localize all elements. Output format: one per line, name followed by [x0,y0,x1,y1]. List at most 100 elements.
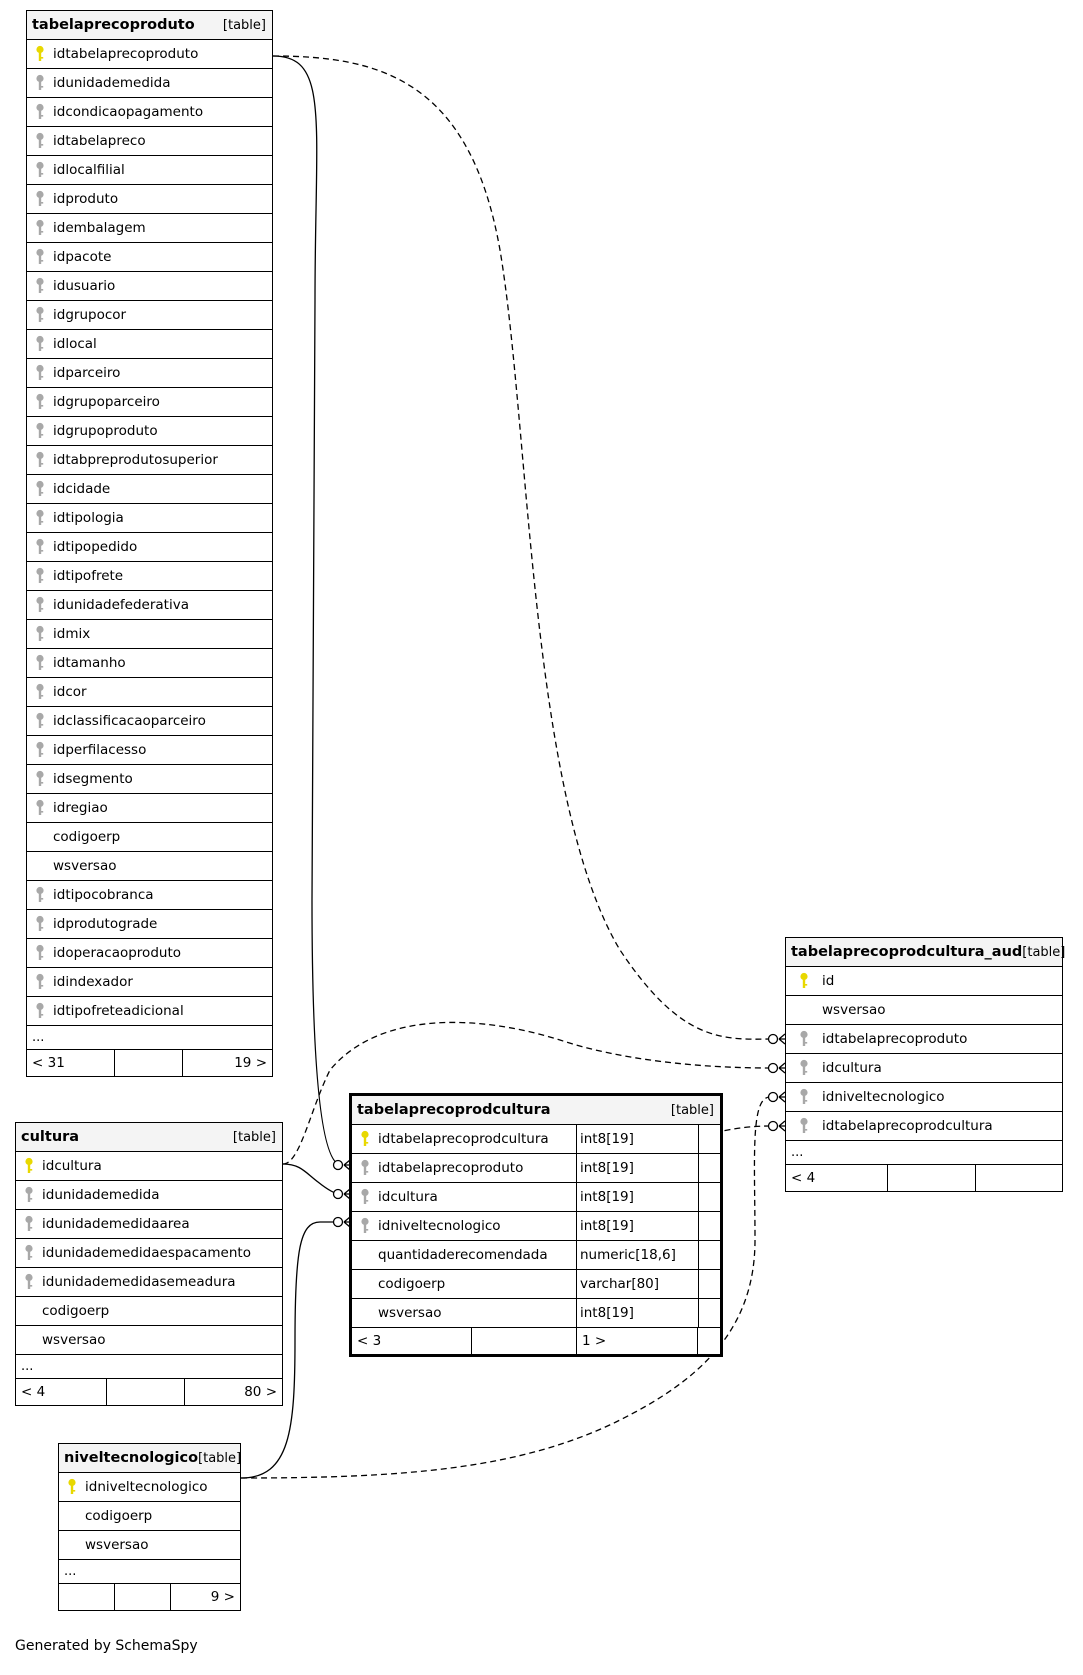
column-row[interactable]: idcondicaopagamento [27,98,272,127]
parents-count[interactable]: < 3 [352,1328,472,1354]
column-row[interactable]: idtipofrete [27,562,272,591]
primary-key-icon [786,972,822,990]
column-row[interactable]: idtamanho [27,649,272,678]
column-row[interactable]: idtabelaprecoprodcultura [786,1112,1062,1141]
children-count[interactable] [976,1165,1062,1191]
column-row[interactable]: idtipopedido [27,533,272,562]
foreign-key-icon [27,538,53,556]
parents-count[interactable]: < 31 [27,1050,115,1076]
primary-key-icon [352,1130,378,1148]
column-row[interactable]: idclassificacaoparceiro [27,707,272,736]
column-row[interactable]: idusuario [27,272,272,301]
foreign-key-icon [27,973,53,991]
column-row[interactable]: idtabelaprecoproduto [27,40,272,69]
column-row[interactable]: idunidadefederativa [27,591,272,620]
parents-count[interactable]: < 4 [786,1165,888,1191]
column-row[interactable]: idtipologia [27,504,272,533]
primary-key-icon [59,1478,85,1496]
column-row[interactable]: idregiao [27,794,272,823]
children-count[interactable]: 1 > [577,1328,698,1354]
column-row[interactable]: idunidademedida [27,69,272,98]
foreign-key-icon [27,422,53,440]
column-name: idcondicaopagamento [53,104,204,120]
table-tabelaprecoprodcultura[interactable]: tabelaprecoprodcultura [table] idtabelap… [349,1093,723,1357]
foreign-key-icon [27,509,53,527]
column-name: idunidademedidasemeadura [42,1274,236,1290]
foreign-key-icon [27,306,53,324]
column-row[interactable]: idcultura [16,1152,282,1181]
column-row[interactable]: idgrupocor [27,301,272,330]
column-row[interactable]: idunidademedida [16,1181,282,1210]
column-row[interactable]: idniveltecnologico [786,1083,1062,1112]
column-row[interactable]: wsversao [16,1326,282,1355]
column-row[interactable]: id [786,967,1062,996]
table-header: tabelaprecoprodcultura [table] [352,1096,720,1125]
column-row[interactable]: idembalagem [27,214,272,243]
foreign-key-icon [27,741,53,759]
column-row[interactable]: idcor [27,678,272,707]
more-columns: ... [59,1560,240,1584]
column-name: wsversao [85,1537,149,1553]
children-count[interactable]: 80 > [244,1384,277,1400]
table-tabelaprecoproduto[interactable]: tabelaprecoproduto [table] idtabelapreco… [26,10,273,1077]
column-row[interactable]: codigoerp [27,823,272,852]
column-row[interactable]: idcultura [786,1054,1062,1083]
edge-produto-prodcultura [272,55,341,1166]
column-row[interactable]: idperfilacesso [27,736,272,765]
column-type: numeric[18,6] [576,1241,698,1269]
column-row[interactable]: idprodutograde [27,910,272,939]
column-row[interactable]: codigoerp [59,1502,240,1531]
column-row[interactable]: wsversao [786,996,1062,1025]
column-row[interactable]: idtipocobranca [27,881,272,910]
column-row[interactable]: idtabelapreco [27,127,272,156]
children-count[interactable]: 19 > [234,1055,267,1071]
column-row[interactable]: idunidademedidaespacamento [16,1239,282,1268]
column-row[interactable]: idindexador [27,968,272,997]
column-row[interactable]: idlocalfilial [27,156,272,185]
foreign-key-icon [27,654,53,672]
column-name: idunidademedidaarea [42,1216,190,1232]
column-name: idoperacaoproduto [53,945,181,961]
column-row[interactable]: idunidademedidasemeadura [16,1268,282,1297]
column-row[interactable]: idoperacaoproduto [27,939,272,968]
column-row[interactable]: idtipofreteadicional [27,997,272,1026]
column-row[interactable]: idsegmento [27,765,272,794]
column-row[interactable]: idniveltecnologico [59,1473,240,1502]
column-spacer [698,1270,720,1298]
column-row[interactable]: idlocal [27,330,272,359]
column-row[interactable]: codigoerp [16,1297,282,1326]
column-name: idgrupoparceiro [53,394,160,410]
column-row[interactable]: idgrupoparceiro [27,388,272,417]
column-row[interactable]: idpacote [27,243,272,272]
column-row[interactable]: idcidade [27,475,272,504]
parents-count[interactable]: < 4 [16,1379,107,1405]
column-name: idcor [53,684,87,700]
column-row[interactable]: idparceiro [27,359,272,388]
column-name: wsversao [822,1002,886,1018]
column-row[interactable]: idproduto [27,185,272,214]
column-spacer [698,1212,720,1240]
column-row[interactable]: idtabelaprecoproduto [786,1025,1062,1054]
parents-count[interactable] [59,1584,115,1610]
column-row[interactable]: idtabpreprodutosuperior [27,446,272,475]
column-row[interactable]: wsversao [27,852,272,881]
column-row[interactable]: wsversao [59,1531,240,1560]
column-row[interactable]: idunidademedidaarea [16,1210,282,1239]
column-name: idtabelaprecoprodcultura [822,1118,993,1134]
column-row[interactable]: idgrupoproduto [27,417,272,446]
column-row[interactable]: idmix [27,620,272,649]
table-niveltecnologico[interactable]: niveltecnologico [table] idniveltecnolog… [58,1443,241,1611]
foreign-key-icon [27,596,53,614]
children-count[interactable]: 9 > [210,1589,235,1605]
